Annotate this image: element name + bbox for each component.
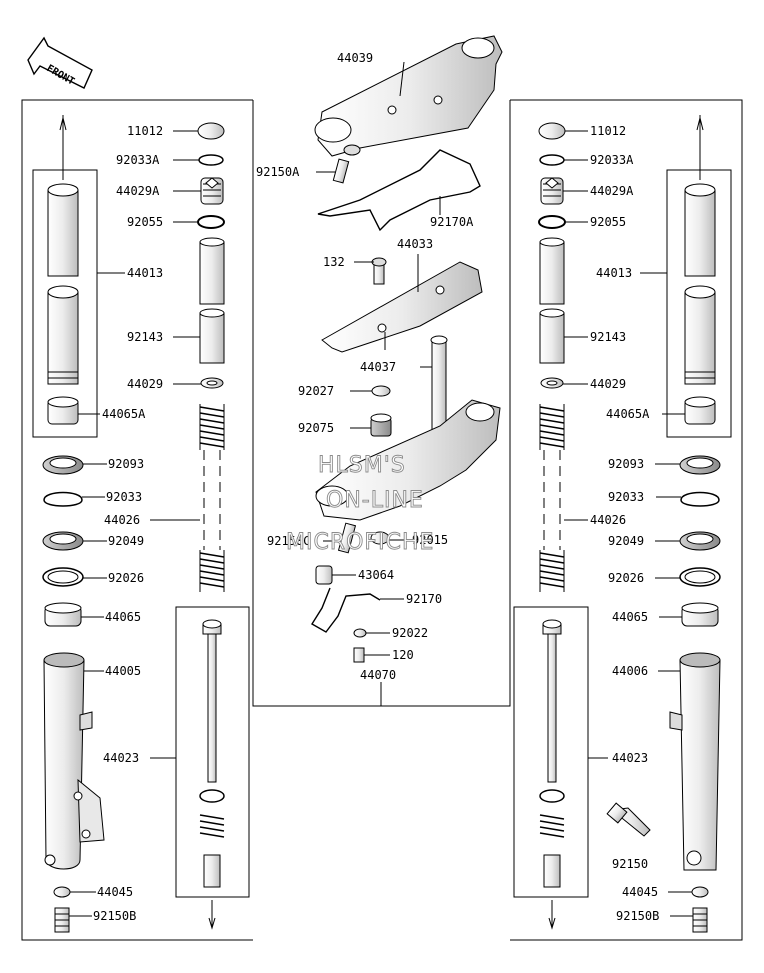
center-parts (311, 35, 503, 663)
label-left-92033A: 92033A (116, 153, 160, 167)
label-left-44065A: 44065A (102, 407, 146, 421)
label-92170: 92170 (406, 592, 442, 606)
watermark-line2: ON-LINE (326, 488, 424, 513)
watermark: HLSM'S ON-LINE MICROFICHE (286, 453, 434, 556)
right-damper-subframe (513, 606, 589, 898)
label-92150A: 92150A (256, 165, 300, 179)
label-right-44029A: 44029A (590, 184, 634, 198)
label-right-92049: 92049 (608, 534, 644, 548)
label-left-44026: 44026 (104, 513, 140, 527)
label-left-92055: 92055 (127, 215, 163, 229)
label-44033: 44033 (397, 237, 433, 251)
right-assembly-frame (510, 99, 743, 941)
right-tube-subframe (666, 169, 732, 438)
label-right-44026: 44026 (590, 513, 626, 527)
label-left-92049: 92049 (108, 534, 144, 548)
callout-labels: 44039 92150A 92170A 44033 132 44037 9202… (93, 51, 659, 923)
label-right-44029: 44029 (590, 377, 626, 391)
label-left-11012: 11012 (127, 124, 163, 138)
label-left-92026: 92026 (108, 571, 144, 585)
label-right-44065: 44065 (612, 610, 648, 624)
left-fork-parts (42, 115, 225, 933)
label-92022: 92022 (392, 626, 428, 640)
label-left-92033: 92033 (106, 490, 142, 504)
label-92170A: 92170A (430, 215, 474, 229)
label-left-92093: 92093 (108, 457, 144, 471)
label-left-44029A: 44029A (116, 184, 160, 198)
label-left-44005: 44005 (105, 664, 141, 678)
label-right-44023: 44023 (612, 751, 648, 765)
label-left-44065: 44065 (105, 610, 141, 624)
label-left-44029: 44029 (127, 377, 163, 391)
label-right-92150: 92150 (612, 857, 648, 871)
label-right-44045: 44045 (622, 885, 658, 899)
label-right-44013: 44013 (596, 266, 632, 280)
label-left-44023: 44023 (103, 751, 139, 765)
label-120: 120 (392, 648, 414, 662)
right-fork-parts (538, 115, 721, 933)
label-right-92143: 92143 (590, 330, 626, 344)
leader-lines (69, 61, 693, 917)
left-assembly-frame (21, 99, 253, 941)
label-right-44006: 44006 (612, 664, 648, 678)
front-arrow-icon: FRONT (27, 36, 93, 89)
label-43064: 43064 (358, 568, 394, 582)
label-44037: 44037 (360, 360, 396, 374)
label-right-92093: 92093 (608, 457, 644, 471)
watermark-line3: MICROFICHE (286, 530, 434, 555)
label-right-44065A: 44065A (606, 407, 650, 421)
label-left-44013: 44013 (127, 266, 163, 280)
label-left-44045: 44045 (97, 885, 133, 899)
label-44039: 44039 (337, 51, 373, 65)
label-92075: 92075 (298, 421, 334, 435)
label-92027: 92027 (298, 384, 334, 398)
label-right-92055: 92055 (590, 215, 626, 229)
label-92015: 92015 (412, 533, 448, 547)
label-44070: 44070 (360, 668, 396, 682)
label-right-92026: 92026 (608, 571, 644, 585)
watermark-line1: HLSM'S (318, 453, 406, 478)
label-left-92143: 92143 (127, 330, 163, 344)
label-132: 132 (323, 255, 345, 269)
label-92150C: 92150C (267, 534, 310, 548)
label-right-92033: 92033 (608, 490, 644, 504)
left-damper-subframe (175, 606, 250, 898)
label-left-92150B: 92150B (93, 909, 136, 923)
label-right-92033A: 92033A (590, 153, 634, 167)
label-right-11012: 11012 (590, 124, 626, 138)
label-right-92150B: 92150B (616, 909, 659, 923)
